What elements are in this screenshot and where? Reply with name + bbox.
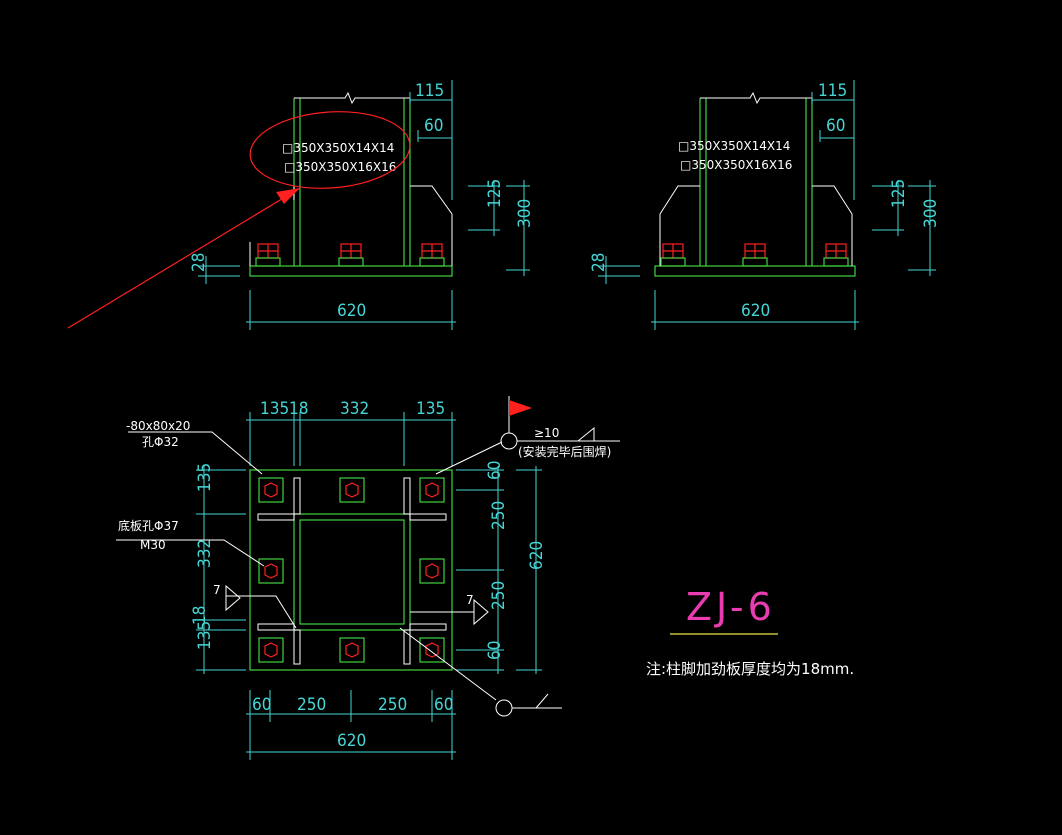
field-weld-flag-icon [509,400,532,416]
plan-right-dim: 60 [485,461,505,480]
bolt-icon [419,243,445,267]
bolt-plan-icon [339,477,365,503]
washer-label: -80x80x20 [126,419,190,433]
arrow-head-icon [276,188,300,204]
section-text-2: □350X350X16X16 [680,158,792,172]
dim-60: 60 [424,116,443,136]
plan-view: 135 18 332 135 135 332 18 135 60 250 620… [116,396,620,760]
base-plate [654,265,856,277]
plan-right-dim: 250 [489,581,509,610]
plan-bottom-dim: 250 [378,695,407,715]
stiffener-left [659,185,700,266]
section-text-2: □350X350X16X16 [284,160,396,174]
dim-115: 115 [818,81,847,101]
plan-top-dim: 135 [260,399,289,419]
plan-bottom-dim: 60 [434,695,453,715]
bolt-plan-icon [419,558,445,584]
stiffener-right [812,185,853,266]
bolt-icon [255,243,281,267]
dimension-lines [198,80,530,330]
plan-bottom-dim: 60 [252,695,271,715]
drawing-title: ZJ-6 [686,585,776,629]
section-text-1: □350X350X14X14 [678,139,790,153]
section-text-1: □350X350X14X14 [282,141,394,155]
leader-lines [116,431,503,701]
weld-symbol-right: 7 [466,593,489,626]
plan-right-dim: 60 [485,641,505,660]
base-plate-plan [249,469,453,671]
site-weld-size: ≥10 [534,426,559,440]
bolt-plan-icon [258,637,284,663]
plan-left-dim: 18 [190,606,210,625]
bolt-plan-icon [419,477,445,503]
dim-60: 60 [826,116,845,136]
elevation-left: □350X350X14X14 □350X350X16X16 115 60 125… [189,80,535,330]
break-line [700,91,812,105]
dim-620: 620 [741,301,770,321]
highlight-circle [249,111,411,189]
plan-right-dim: 620 [527,541,547,570]
washer-hole-label: 孔Φ32 [142,435,179,449]
dim-125: 125 [485,179,505,208]
dim-300: 300 [515,199,535,228]
fillet-weld-icon [225,584,241,612]
plan-top-dim: 18 [289,399,308,419]
hole-label: 底板孔Φ37 [118,518,179,533]
bolt-icon [742,243,768,267]
plan-left-dim: 135 [195,621,215,650]
break-line [294,91,410,105]
dim-620: 620 [337,301,366,321]
column-section-inner [299,519,405,625]
weld-size: 7 [213,583,221,597]
weld-size: 7 [466,593,474,607]
plan-top-dim: 332 [340,399,369,419]
plan-bottom-dim: 250 [297,695,326,715]
bolt-plan-icon [258,477,284,503]
site-weld-symbol: ≥10 (安装完毕后围焊) [500,396,620,459]
dim-300: 300 [921,199,941,228]
red-annotation [67,111,411,329]
dim-125: 125 [889,179,909,208]
site-weld-note: (安装完毕后围焊) [518,444,611,459]
elevation-right: □350X350X14X14 □350X350X16X16 115 60 125… [589,80,941,330]
plan-right-dim: 250 [489,501,509,530]
bolt-icon [660,243,686,267]
base-plate [249,265,453,277]
stiffener-right [410,185,453,266]
dim-28: 28 [589,253,609,272]
dim-115: 115 [415,81,444,101]
plan-left-dim: 332 [195,539,215,568]
bolt-icon [338,243,364,267]
column-section [293,513,411,631]
bolt-icon [823,243,849,267]
weld-symbol-left: 7 [213,583,241,612]
title-block: ZJ-6 注:柱脚加劲板厚度均为18mm. [646,585,854,678]
plan-top-dim: 135 [416,399,445,419]
bolt-plan-icon [339,637,365,663]
dim-28: 28 [189,253,209,272]
weld-symbol-bottom [495,693,562,717]
fillet-weld-icon [473,598,489,626]
all-round-weld-icon [500,432,518,450]
dimension-lines [598,80,936,330]
bolt-plan-icon [258,558,284,584]
bolt-plan-icon [419,637,445,663]
plan-bottom-total: 620 [337,731,366,751]
bolt-size-label: M30 [140,538,166,552]
stiffeners [257,477,447,665]
plan-dimension-lines [196,412,542,760]
all-round-weld-icon [495,699,513,717]
drawing-note: 注:柱脚加劲板厚度均为18mm. [646,660,854,678]
plan-left-dim: 135 [195,463,215,492]
arrow-line [67,187,301,329]
